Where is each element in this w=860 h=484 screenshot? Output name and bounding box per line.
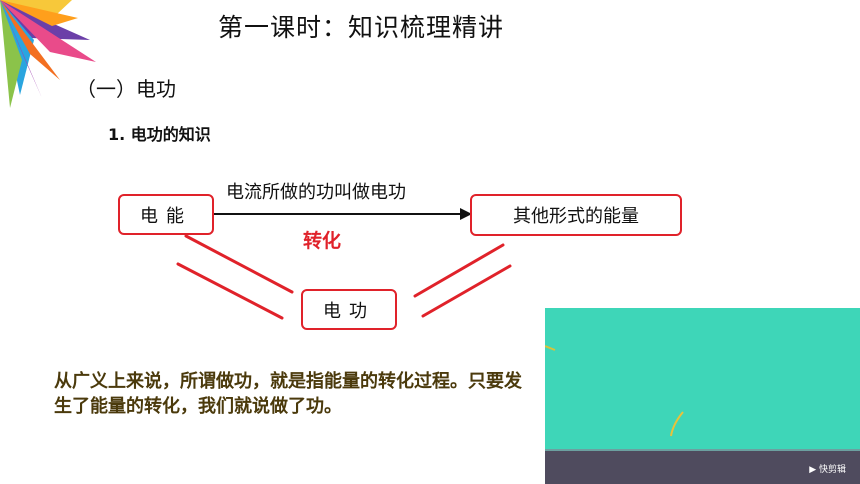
subheading: 1. 电功的知识 — [108, 125, 211, 144]
electric-work-box: 电功 — [301, 289, 397, 330]
video-brand: ▶ 快剪辑 — [809, 462, 846, 475]
video-panel[interactable]: ▶ 快剪辑 — [545, 308, 860, 484]
conversion-label: 转化 — [303, 230, 342, 252]
section-heading: （一）电功 — [76, 77, 176, 101]
video-control-bar[interactable] — [545, 451, 860, 484]
connector-left-top — [184, 234, 294, 294]
decorative-burst — [0, 0, 96, 108]
play-icon: ▶ — [809, 465, 817, 475]
electric-work-box-label: 电功 — [323, 300, 375, 322]
energy-box-label: 电能 — [140, 205, 192, 227]
explanation-paragraph: 从广义上来说，所谓做功，就是指能量的转化过程。只要发生了能量的转化，我们就说做了… — [54, 371, 522, 417]
connector-right-bottom — [421, 264, 512, 318]
other-energy-box: 其他形式的能量 — [470, 194, 682, 236]
arrow-head — [460, 208, 472, 220]
energy-box: 电能 — [118, 194, 214, 235]
page-title: 第一课时：知识梳理精讲 — [218, 13, 505, 42]
arrow-label: 电流所做的功叫做电功 — [226, 182, 406, 203]
other-energy-box-label: 其他形式的能量 — [513, 206, 639, 227]
video-brand-label: 快剪辑 — [818, 465, 846, 475]
connector-right-top — [413, 243, 505, 298]
connector-left-bottom — [176, 262, 284, 320]
